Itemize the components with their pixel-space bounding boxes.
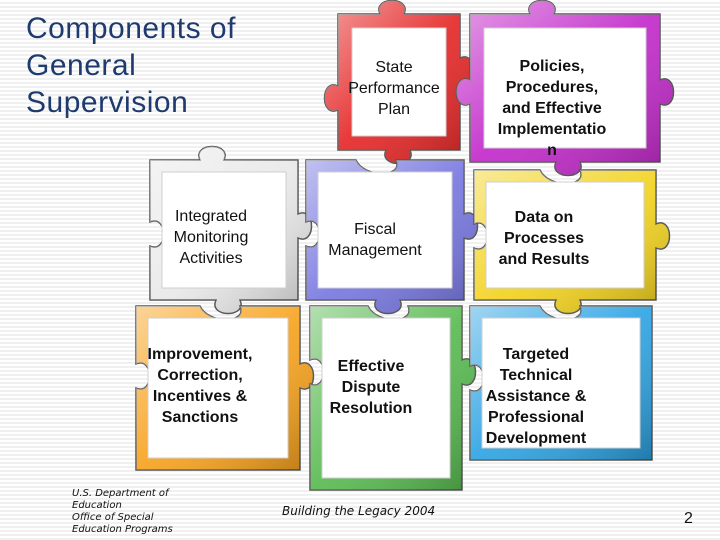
puzzle-piece-fiscal-management <box>305 159 479 315</box>
puzzle-piece-integrated-monitoring <box>149 145 313 315</box>
label-integrated-monitoring: Integrated Monitoring Activities <box>173 208 249 267</box>
label-policies: Policies, Procedures, and Effective Impl… <box>497 58 607 159</box>
label-technical-assistance: Targeted Technical Assistance & Professi… <box>485 346 587 447</box>
footer-department-text: U.S. Department of Education Office of S… <box>72 488 173 535</box>
label-improvement: Improvement, Correction, Incentives & Sa… <box>147 346 253 426</box>
puzzle-piece-data-processes <box>473 169 671 315</box>
label-fiscal-management: Fiscal Management <box>328 221 422 259</box>
label-state-performance-plan: State Performance Plan <box>348 59 440 118</box>
footer-legacy-text: Building the Legacy 2004 <box>282 504 436 518</box>
puzzle-piece-state-performance-plan <box>323 0 475 165</box>
label-data-processes: Data on Processes and Results <box>498 209 590 268</box>
page-number: 2 <box>684 510 693 527</box>
puzzle-piece-technical-assistance <box>469 305 653 461</box>
label-dispute-resolution: Effective Dispute Resolution <box>329 358 413 417</box>
slide-title: Components of General Supervision <box>26 12 236 119</box>
puzzle-piece-dispute-resolution <box>309 305 477 491</box>
puzzle-piece-policies <box>455 0 675 177</box>
puzzle-piece-improvement <box>135 305 315 471</box>
